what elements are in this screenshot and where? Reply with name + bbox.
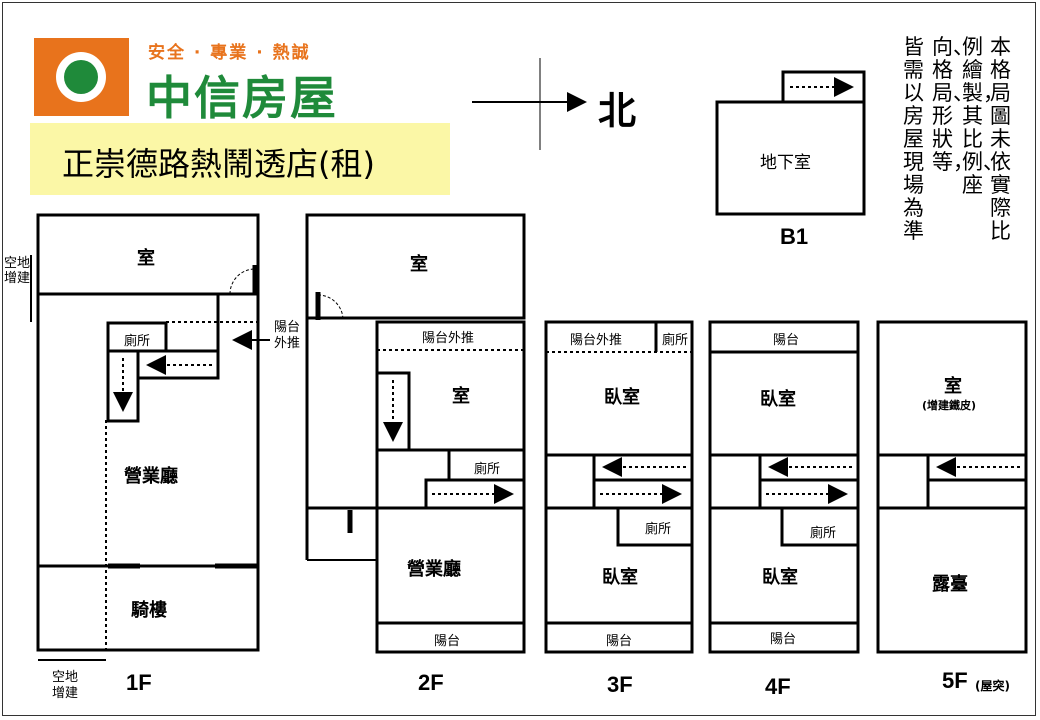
f1-bottom-note: 空地增建 — [52, 670, 79, 701]
b1-stair-box — [781, 70, 866, 104]
f4-restroom: 廁所 — [810, 526, 837, 541]
f3-bedroom-top: 臥室 — [604, 387, 640, 408]
f5-room-note: (增建鐵皮) — [922, 399, 977, 412]
f3-restroom: 廁所 — [645, 522, 672, 537]
f2-room-top: 室 — [410, 254, 428, 275]
f1-restroom: 廁所 — [124, 334, 151, 349]
f2-floor-label: 2F — [418, 670, 444, 695]
f2-room-mid: 室 — [452, 386, 470, 407]
north-label: 北 — [598, 89, 637, 133]
f3-outline — [544, 320, 694, 654]
f2-restroom: 廁所 — [474, 462, 501, 477]
slogan: 安全 · 專業 · 熱誠 — [148, 43, 311, 63]
f2-hall: 營業廳 — [407, 559, 461, 580]
company-logo — [34, 38, 129, 116]
f4-floor-label: 4F — [765, 674, 791, 699]
f1-hall: 營業廳 — [124, 466, 178, 487]
f3-floor-label: 3F — [607, 672, 633, 697]
f5-outline — [876, 320, 1028, 654]
f1-balcony-ext: 陽台外推 — [274, 320, 301, 351]
f4-bedroom-bottom: 臥室 — [762, 567, 798, 588]
store-title-box: 正崇德路熱鬧透店(租) — [30, 123, 450, 195]
f1-floor-label: 1F — [126, 670, 152, 695]
f2-balcony: 陽台 — [434, 634, 461, 649]
globe-icon — [64, 60, 98, 94]
f1-outline — [36, 213, 260, 652]
f1-arcade: 騎樓 — [131, 600, 167, 621]
f5-floor-label: 5F — [942, 668, 968, 693]
b1-room: 地下室 — [760, 153, 811, 173]
f5-room: 室 — [944, 376, 962, 397]
f4-balcony: 陽台 — [770, 632, 797, 647]
b1-floor-label: B1 — [780, 224, 809, 249]
f4-bedroom-top: 臥室 — [760, 389, 796, 410]
notice-col-1: 本格局圖未依實際比 — [990, 35, 1011, 243]
f3-bedroom-bottom: 臥室 — [602, 567, 638, 588]
f3-restroom-top: 廁所 — [662, 333, 689, 348]
f3-balcony: 陽台 — [606, 634, 633, 649]
f5-floor-suffix: (屋突) — [975, 679, 1010, 693]
store-title: 正崇德路熱鬧透店(租) — [62, 145, 375, 183]
f1-room-top: 室 — [137, 248, 155, 269]
f1-side-note: 空地增建 — [4, 256, 31, 286]
f4-balcony-top: 陽台 — [773, 333, 800, 348]
f3-balcony-ext: 陽台外推 — [570, 333, 623, 348]
logo-emblem — [56, 52, 106, 102]
f4-outline — [708, 320, 860, 654]
notice-col-4: 皆需以房屋現場為準 — [903, 35, 924, 243]
brand-name: 中信房屋 — [146, 71, 338, 125]
f2-balcony-ext: 陽台外推 — [422, 331, 475, 346]
f5-terrace: 露臺 — [932, 574, 968, 595]
